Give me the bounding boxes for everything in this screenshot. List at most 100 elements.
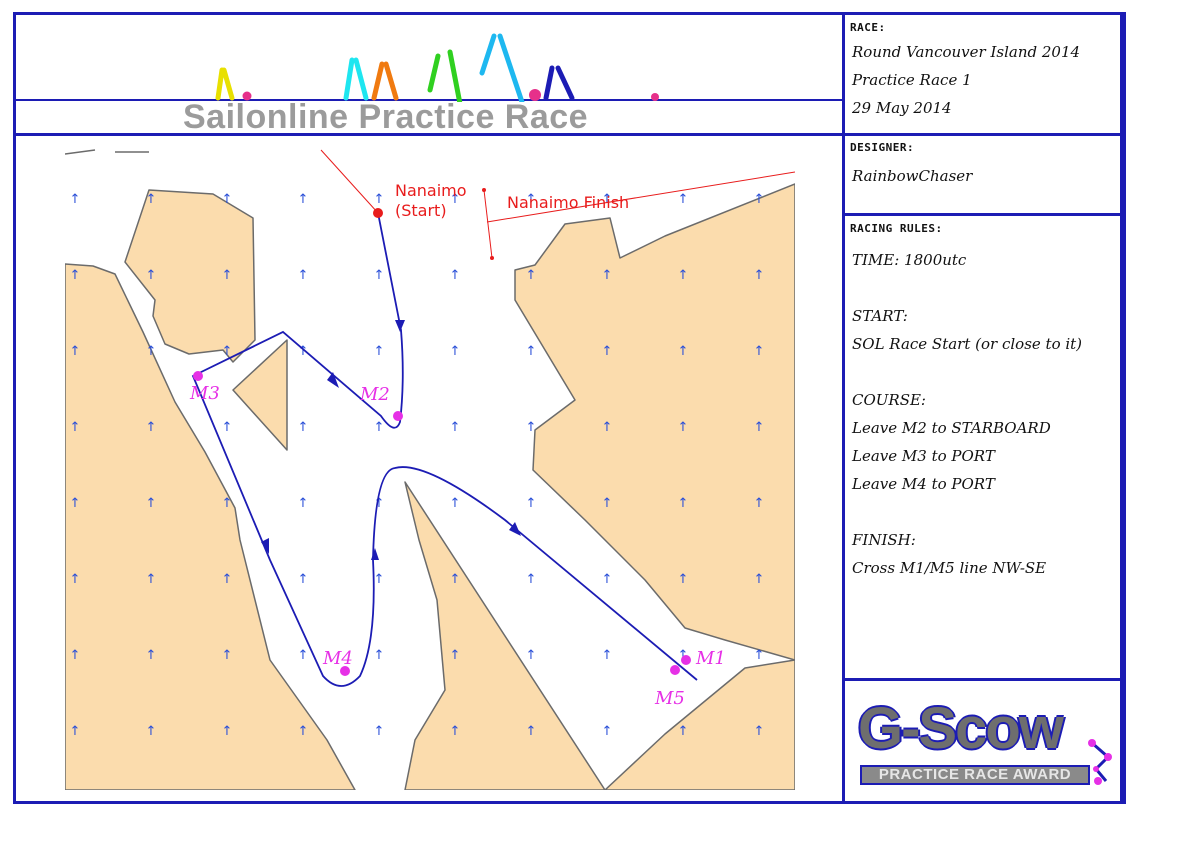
wind-arrow-icon: ↑ <box>450 648 461 663</box>
wind-arrow-icon: ↑ <box>754 724 765 739</box>
wind-arrow-icon: ↑ <box>602 192 613 207</box>
banner-bottom-line <box>13 133 844 136</box>
rules-course-item: Leave M3 to PORT <box>852 447 995 465</box>
wind-arrow-icon: ↑ <box>374 268 385 283</box>
wind-arrow-icon: ↑ <box>374 572 385 587</box>
wind-arrow-icon: ↑ <box>374 648 385 663</box>
finish-line-segment <box>483 189 493 259</box>
wind-arrow-icon: ↑ <box>678 572 689 587</box>
sail-lightblue-icon <box>479 33 525 102</box>
sail-green-icon <box>427 49 463 102</box>
wind-arrow-icon: ↑ <box>222 344 233 359</box>
g-scow-logo: G-Scow PRACTICE RACE AWARD <box>848 685 1118 797</box>
designer-box-bottom <box>842 213 1126 216</box>
wind-arrow-icon: ↑ <box>678 268 689 283</box>
race-heading: RACE: <box>850 21 886 34</box>
rules-box-bottom <box>842 678 1126 681</box>
wind-arrow-icon: ↑ <box>450 496 461 511</box>
wind-arrow-icon: ↑ <box>70 572 81 587</box>
wind-arrow-icon: ↑ <box>374 192 385 207</box>
wind-arrow-icon: ↑ <box>602 268 613 283</box>
wind-arrow-icon: ↑ <box>754 496 765 511</box>
land-island-triangle <box>232 339 288 451</box>
outer-frame <box>13 12 1126 804</box>
start-label-line1: Nanaimo <box>395 181 467 200</box>
wind-arrow-icon: ↑ <box>526 420 537 435</box>
course-map: ↑ ↑ ↑ ↑ ↑ ↑ ↑ ↑ ↑ ↑ ↑ ↑ ↑ ↑ ↑ ↑ ↑ ↑ ↑ ↑ ↑ ↑ ↑ ↑ ↑ ↑ ↑ ↑ ↑ ↑ ↑ ↑ ↑ ↑ ↑ ↑ ↑ ↑ ↑ ↑… <box>65 140 795 790</box>
wind-arrow-icon: ↑ <box>526 648 537 663</box>
wind-arrow-icon: ↑ <box>298 420 309 435</box>
wind-arrow-icon: ↑ <box>146 192 157 207</box>
wind-arrow-icon: ↑ <box>602 572 613 587</box>
designer-name: RainbowChaser <box>852 167 973 185</box>
wind-arrow-icon: ↑ <box>602 648 613 663</box>
wind-arrow-icon: ↑ <box>678 724 689 739</box>
wind-arrow-icon: ↑ <box>754 420 765 435</box>
wind-arrow-icon: ↑ <box>450 192 461 207</box>
wind-arrow-icon: ↑ <box>222 192 233 207</box>
finish-point-icon <box>482 188 486 192</box>
rules-start: SOL Race Start (or close to it) <box>852 335 1083 353</box>
land-island-north <box>124 189 256 363</box>
wind-arrow-icon: ↑ <box>70 420 81 435</box>
wind-arrow-icon: ↑ <box>526 572 537 587</box>
mark-m5-icon <box>670 665 680 675</box>
mark-m5-label: M5 <box>654 688 685 709</box>
route-arrow-icon <box>395 320 405 332</box>
wind-arrow-icon: ↑ <box>298 344 309 359</box>
wind-arrow-icon: ↑ <box>450 420 461 435</box>
wind-arrow-icon: ↑ <box>678 420 689 435</box>
mark-m4-label: M4 <box>322 648 353 669</box>
wind-arrow-icon: ↑ <box>222 420 233 435</box>
logo-main-text: G-Scow <box>858 696 1064 761</box>
rules-time: TIME: 1800utc <box>852 251 967 269</box>
wind-arrow-icon: ↑ <box>374 344 385 359</box>
race-route <box>191 212 698 687</box>
rules-finish-heading: FINISH: <box>852 531 916 549</box>
mark-m2-label: M2 <box>359 384 390 405</box>
wind-arrow-icon: ↑ <box>222 572 233 587</box>
wind-arrow-icon: ↑ <box>146 420 157 435</box>
sail-orange-icon <box>371 61 399 101</box>
wind-arrow-icon: ↑ <box>754 572 765 587</box>
land-mainland-east <box>514 183 795 661</box>
rules-heading: RACING RULES: <box>850 222 943 235</box>
race-name: Round Vancouver Island 2014 <box>852 43 1081 61</box>
race-sub: Practice Race 1 <box>852 71 972 89</box>
wind-arrow-icon: ↑ <box>70 192 81 207</box>
route-arrow-icon <box>327 372 339 388</box>
rules-course-item: Leave M2 to STARBOARD <box>852 419 1051 437</box>
rules-finish: Cross M1/M5 line NW-SE <box>852 559 1047 577</box>
wind-arrow-icon: ↑ <box>222 496 233 511</box>
wind-arrow-icon: ↑ <box>450 572 461 587</box>
banner-dot-icon <box>529 89 541 101</box>
logo-sub-text: PRACTICE RACE AWARD <box>860 765 1090 785</box>
wind-arrow-icon: ↑ <box>754 648 765 663</box>
banner-mid-line <box>13 99 844 101</box>
wind-arrow-grid: ↑ ↑ ↑ ↑ ↑ ↑ ↑ ↑ ↑ ↑ ↑ ↑ ↑ ↑ ↑ ↑ ↑ ↑ ↑ ↑ ↑ ↑ ↑ ↑ ↑ ↑ ↑ ↑ ↑ ↑ ↑ ↑ ↑ ↑ ↑ ↑ ↑ ↑ ↑ ↑… <box>70 192 765 739</box>
mark-m2-icon <box>393 411 403 421</box>
wind-arrow-icon: ↑ <box>298 268 309 283</box>
designer-heading: DESIGNER: <box>850 141 915 154</box>
wind-arrow-icon: ↑ <box>70 496 81 511</box>
wind-arrow-icon: ↑ <box>146 648 157 663</box>
route-arrow-icon <box>371 548 379 560</box>
wind-arrow-icon: ↑ <box>374 420 385 435</box>
wind-arrow-icon: ↑ <box>146 344 157 359</box>
wind-arrow-icon: ↑ <box>678 344 689 359</box>
wind-arrow-icon: ↑ <box>526 268 537 283</box>
start-label-line2: (Start) <box>395 201 447 220</box>
wind-arrow-icon: ↑ <box>298 648 309 663</box>
wind-arrow-icon: ↑ <box>146 724 157 739</box>
banner-sails <box>215 33 659 102</box>
wind-arrow-icon: ↑ <box>222 268 233 283</box>
banner-title: Sailonline Practice Race <box>183 98 589 136</box>
mark-m3-label: M3 <box>189 383 220 404</box>
wind-arrow-icon: ↑ <box>374 724 385 739</box>
banner-dot-icon <box>242 91 252 101</box>
wind-arrow-icon: ↑ <box>602 420 613 435</box>
race-date: 29 May 2014 <box>852 99 952 117</box>
race-box-bottom <box>842 133 1126 136</box>
wind-arrow-icon: ↑ <box>678 648 689 663</box>
wind-arrow-icon: ↑ <box>754 268 765 283</box>
